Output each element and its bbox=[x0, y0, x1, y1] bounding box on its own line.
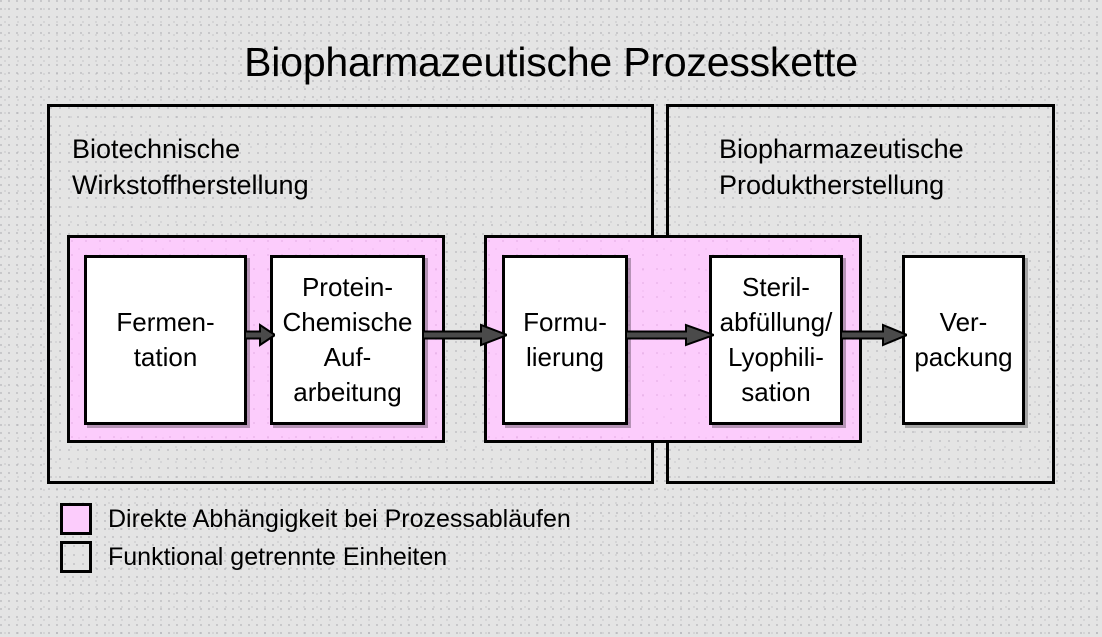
process-step-sterilabfuellung-lyophilisation[interactable]: Steril- abfüllung/ Lyophili- sation bbox=[709, 255, 843, 425]
process-step-label-sterilabfuellung-lyophilisation: Steril- abfüllung/ Lyophili- sation bbox=[719, 272, 833, 407]
legend-swatch-units-icon bbox=[60, 541, 92, 573]
flow-arrow-icon-1 bbox=[245, 323, 275, 347]
legend-item-dependency: Direkte Abhängigkeit bei Prozessabläufen bbox=[60, 500, 571, 538]
legend-swatch-dependency-icon bbox=[60, 503, 92, 535]
legend-item-units: Funktional getrennte Einheiten bbox=[60, 538, 571, 576]
process-step-label-verpackung: Ver- packung bbox=[914, 307, 1013, 372]
group-label-biotechnische-wirkstoffherstellung: Biotechnische Wirkstoffherstellung bbox=[72, 134, 309, 200]
legend-label-units: Funktional getrennte Einheiten bbox=[108, 543, 448, 571]
legend: Direkte Abhängigkeit bei Prozessabläufen… bbox=[60, 500, 571, 576]
flow-arrow-icon-2 bbox=[423, 323, 507, 347]
process-step-formulierung[interactable]: Formu- lierung bbox=[502, 255, 628, 425]
flow-arrow-icon-3 bbox=[626, 323, 714, 347]
process-step-verpackung[interactable]: Ver- packung bbox=[902, 255, 1025, 425]
process-step-fermentation[interactable]: Fermen- tation bbox=[84, 255, 247, 425]
flow-arrow-icon-4 bbox=[841, 323, 907, 347]
group-label-biopharmazeutische-produktherstellung: Biopharmazeutische Produktherstellung bbox=[719, 134, 964, 200]
process-step-label-formulierung: Formu- lierung bbox=[523, 307, 607, 372]
legend-label-dependency: Direkte Abhängigkeit bei Prozessabläufen bbox=[108, 505, 571, 533]
process-step-protein-chemische-aufarbeitung[interactable]: Protein- Chemische Auf- arbeitung bbox=[270, 255, 425, 425]
page-title: Biopharmazeutische Prozesskette bbox=[244, 39, 858, 85]
process-step-label-fermentation: Fermen- tation bbox=[116, 307, 215, 372]
process-step-label-protein-chemische-aufarbeitung: Protein- Chemische Auf- arbeitung bbox=[282, 272, 413, 407]
